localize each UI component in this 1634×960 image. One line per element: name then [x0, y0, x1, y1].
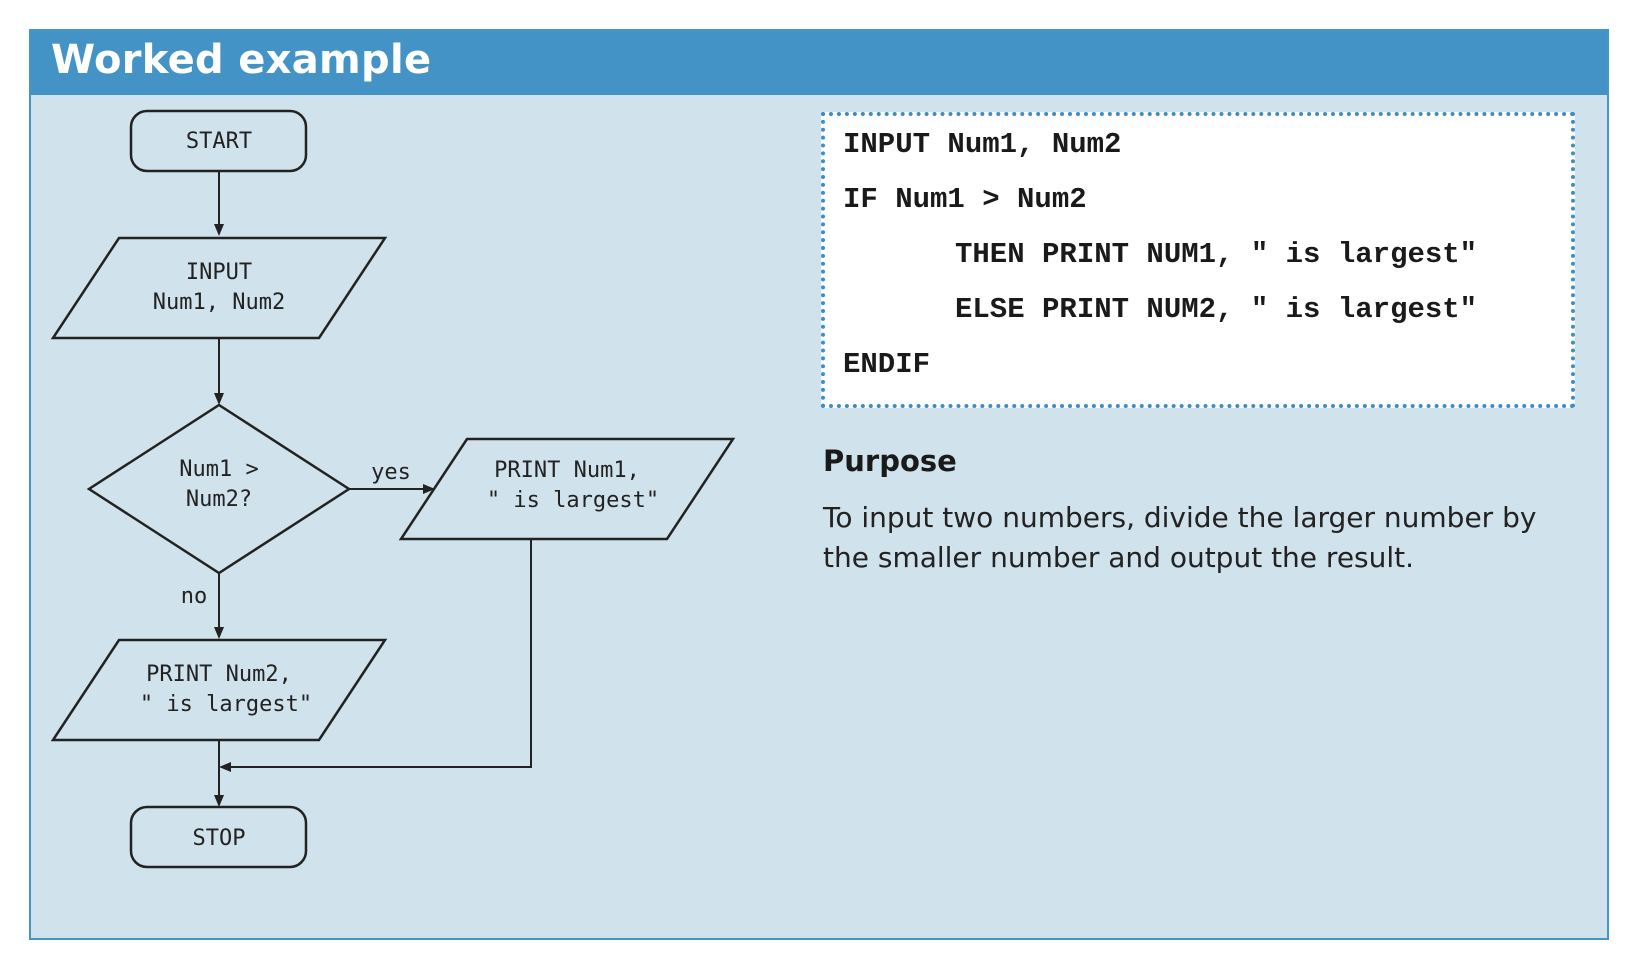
- header-bar: Worked example: [31, 31, 1607, 95]
- input-label-line2: Num1, Num2: [153, 290, 285, 315]
- print-num2-line2: " is largest": [140, 692, 312, 717]
- code-line-endif: ENDIF: [843, 348, 931, 381]
- code-line-if: IF Num1 > Num2: [843, 183, 1087, 216]
- decision-diamond: [86, 403, 352, 575]
- print-num1-line1: PRINT Num1,: [494, 458, 640, 483]
- print-num1-parallelogram: [398, 437, 736, 541]
- start-label: START: [186, 129, 252, 154]
- worked-example-panel: Worked example START INPUT Num1, Num2 Nu…: [29, 29, 1609, 940]
- input-label-line1: INPUT: [186, 260, 252, 285]
- connector-print1-stop: [219, 539, 532, 772]
- input-parallelogram: [50, 236, 388, 340]
- decision-label-line2: Num2?: [186, 487, 252, 512]
- start-terminator: [129, 109, 308, 173]
- header-title: Worked example: [51, 37, 432, 83]
- print-num2-parallelogram: [50, 638, 388, 742]
- stop-label: STOP: [193, 826, 246, 851]
- print-num1-line2: " is largest": [487, 488, 659, 513]
- purpose-heading: Purpose: [823, 444, 957, 478]
- flowchart: START INPUT Num1, Num2 Num1 > Num2? yes …: [50, 109, 736, 869]
- code-line-then: THEN PRINT NUM1, " is largest": [955, 238, 1478, 271]
- purpose-text: To input two numbers, divide the larger …: [823, 501, 1537, 574]
- code-line-input: INPUT Num1, Num2: [843, 128, 1122, 161]
- yes-label: yes: [371, 460, 411, 485]
- stop-terminator: [129, 805, 308, 869]
- no-label: no: [181, 584, 208, 609]
- code-line-else: ELSE PRINT NUM2, " is largest": [955, 293, 1478, 326]
- decision-label-line1: Num1 >: [179, 457, 258, 482]
- print-num2-line1: PRINT Num2,: [146, 662, 292, 687]
- pseudocode-box: INPUT Num1, Num2 IF Num1 > Num2 THEN PRI…: [821, 112, 1575, 408]
